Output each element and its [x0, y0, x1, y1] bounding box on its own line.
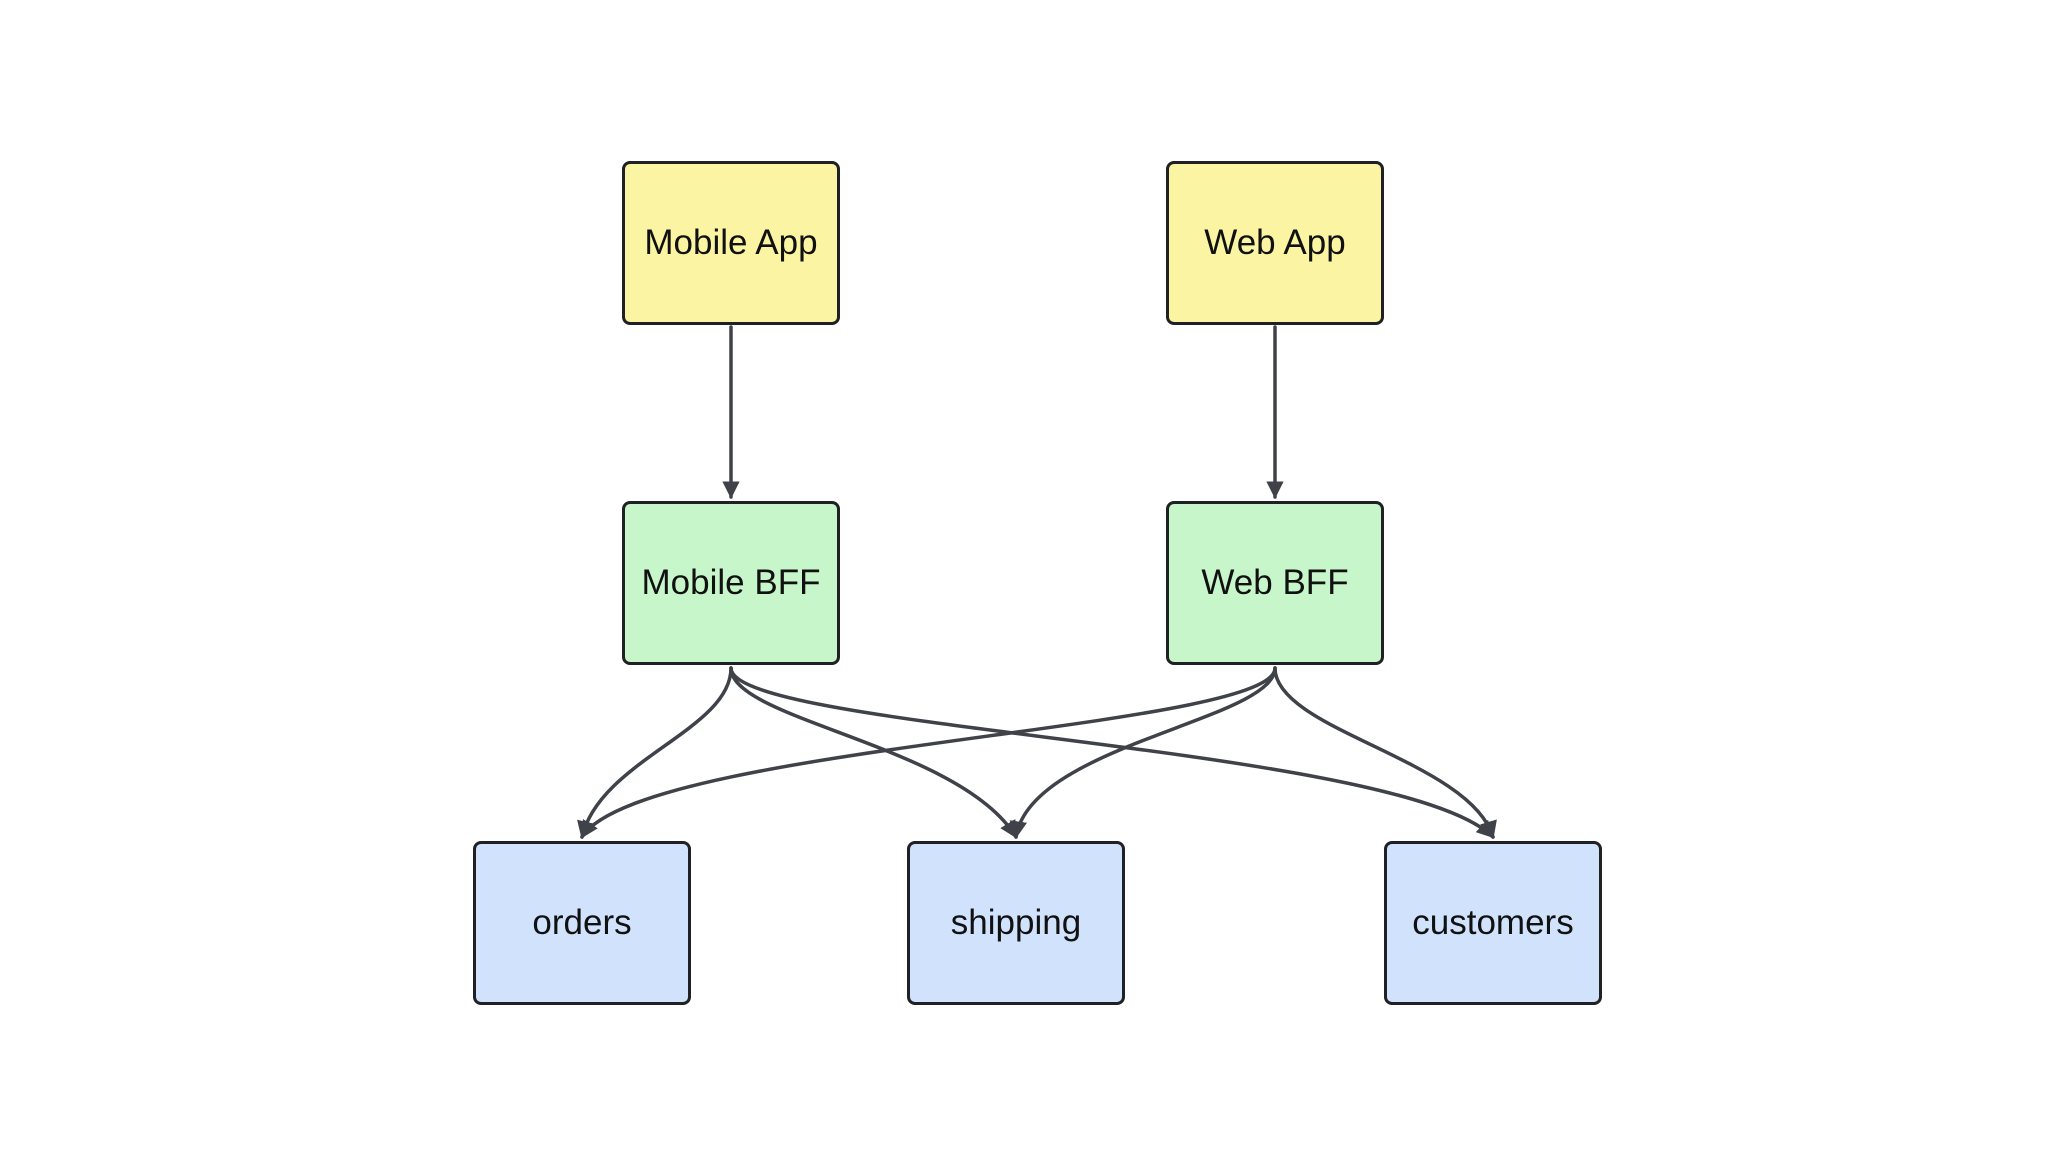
edge-web-bff-to-orders: [580, 666, 1277, 839]
edge-web-bff-to-shipping: [1009, 666, 1277, 839]
node-web-app: Web App: [1166, 161, 1384, 325]
node-mobile-app: Mobile App: [622, 161, 840, 325]
edge-mobile-bff-to-orders: [577, 666, 733, 839]
node-shipping: shipping: [907, 841, 1125, 1005]
node-customers: customers: [1384, 841, 1602, 1005]
node-label: orders: [532, 903, 632, 942]
node-web-bff: Web BFF: [1166, 501, 1384, 665]
node-label: Web BFF: [1201, 563, 1349, 602]
edge-mobile-bff-to-customers: [729, 666, 1495, 839]
node-label: Web App: [1204, 223, 1346, 262]
node-label: customers: [1412, 903, 1574, 942]
edge-web-bff-to-customers: [1273, 666, 1497, 839]
node-label: shipping: [950, 903, 1082, 942]
node-orders: orders: [473, 841, 691, 1005]
node-label: Mobile App: [644, 223, 818, 262]
edge-mobile-bff-to-shipping: [729, 666, 1018, 839]
node-mobile-bff: Mobile BFF: [622, 501, 840, 665]
node-label: Mobile BFF: [641, 563, 821, 602]
